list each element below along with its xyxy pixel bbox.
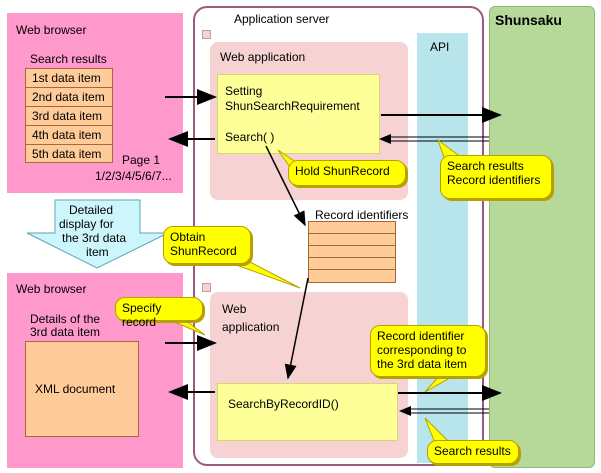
detail-arrow-label-2: display for xyxy=(59,217,114,231)
callout-search-results-bottom: Search results xyxy=(427,440,519,464)
search-call-label: Search( ) xyxy=(225,130,275,144)
api-label: API xyxy=(430,40,450,54)
callout-specify-text: Specify record xyxy=(122,301,162,329)
callout-recordid-line-2: corresponding to xyxy=(377,343,467,357)
callout-tail-obtain xyxy=(227,261,301,289)
search-results-list: 1st data item 2nd data item 3rd data ite… xyxy=(25,68,113,163)
list-item[interactable]: 2nd data item xyxy=(26,88,112,107)
shunsaku-column xyxy=(489,6,595,468)
detail-display-arrow xyxy=(26,199,169,269)
server-icon-top xyxy=(202,30,211,39)
search-by-record-id-box xyxy=(217,383,398,441)
search-method-box xyxy=(217,74,380,154)
web-application-bottom-title-1: Web xyxy=(222,302,247,316)
record-row xyxy=(309,234,395,246)
detail-arrow-label-1: Detailed xyxy=(69,203,114,217)
record-identifiers-list xyxy=(308,221,396,283)
callout-results-line-1: Search results xyxy=(447,159,524,173)
search-results-title: Search results xyxy=(30,52,107,66)
list-item[interactable]: 4th data item xyxy=(26,126,112,145)
arrow-results-back-head xyxy=(379,134,391,144)
page-label: Page 1 xyxy=(122,153,161,167)
page-numbers[interactable]: 1/2/3/4/5/6/7... xyxy=(95,169,172,183)
shunsaku-label: Shunsaku xyxy=(495,12,562,28)
setting-line-2: ShunSearchRequirement xyxy=(225,99,360,113)
detail-arrow-label-3: the 3rd data xyxy=(62,231,127,245)
web-browser-bottom-title: Web browser xyxy=(16,282,87,296)
web-browser-top-title: Web browser xyxy=(16,23,87,37)
list-item[interactable]: 3rd data item xyxy=(26,107,112,126)
record-row xyxy=(309,258,395,270)
callout-obtain-shunrecord: Obtain ShunRecord xyxy=(163,226,251,264)
record-row xyxy=(309,246,395,258)
callout-hold-shunrecord: Hold ShunRecord xyxy=(288,160,406,186)
arrow-search-to-records xyxy=(265,145,306,227)
xml-document-label: XML document xyxy=(35,382,116,396)
callout-obtain-line-2: ShunRecord xyxy=(170,244,237,258)
list-item[interactable]: 1st data item xyxy=(26,69,112,88)
callout-tail-recordid xyxy=(424,374,457,393)
callout-tail-specify xyxy=(169,319,206,336)
record-identifiers-label: Record identifiers xyxy=(315,208,409,222)
callout-specify-record: Specify record xyxy=(115,297,203,329)
arrow-records-to-searchbyid xyxy=(284,277,309,380)
callout-search-results-ids: Search results Record identifiers xyxy=(440,155,552,199)
search-by-record-id-label: SearchByRecordID() xyxy=(228,397,339,411)
details-label-1: Details of the xyxy=(30,312,101,326)
server-icon-bottom xyxy=(202,283,211,292)
callout-hold-text: Hold ShunRecord xyxy=(295,164,390,178)
details-label-2: 3rd data item xyxy=(30,325,101,339)
arrow-results-bottom-head xyxy=(399,406,411,416)
callout-search-results-text: Search results xyxy=(434,444,511,458)
list-item[interactable]: 5th data item xyxy=(32,147,102,161)
callout-record-identifier-3rd: Record identifier corresponding to the 3… xyxy=(370,325,486,377)
xml-document-box xyxy=(25,341,139,437)
web-application-top-title: Web application xyxy=(220,50,306,64)
callout-results-line-2: Record identifiers xyxy=(447,173,541,187)
callout-obtain-line-1: Obtain xyxy=(170,230,206,244)
callout-recordid-line-1: Record identifier xyxy=(377,329,465,343)
application-server-title: Application server xyxy=(234,12,330,26)
record-row xyxy=(309,222,395,234)
web-application-bottom-title-2: application xyxy=(222,320,280,334)
setting-line-1: Setting xyxy=(225,84,263,98)
callout-recordid-line-3: the 3rd data item xyxy=(377,357,468,371)
detail-arrow-label-4: item xyxy=(86,245,109,259)
